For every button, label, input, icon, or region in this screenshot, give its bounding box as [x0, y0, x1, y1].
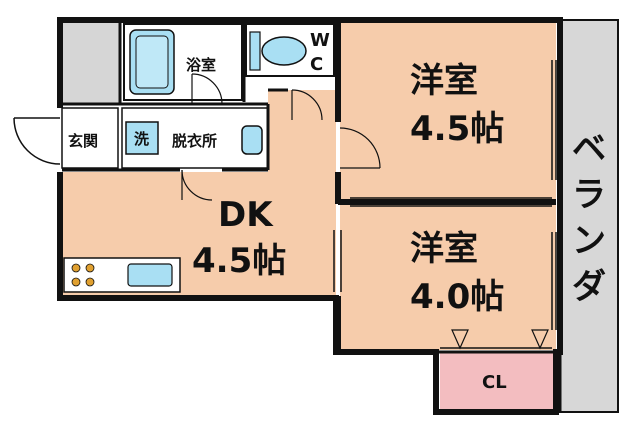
walls [57, 17, 563, 415]
changing-room-label: 脱衣所 [172, 132, 217, 150]
entrance-label: 玄関 [68, 132, 98, 150]
western-room-lower-size: 4.0帖 [410, 277, 504, 317]
western-room-lower-name: 洋室 [410, 229, 478, 269]
western-room-lower [340, 204, 556, 350]
kitchen-stove [66, 260, 102, 290]
closet [440, 352, 554, 410]
washbasin [241, 125, 263, 155]
veranda-char-3: ン [572, 221, 606, 261]
veranda [559, 19, 619, 413]
western-room-upper [340, 22, 556, 200]
storage-block [62, 22, 120, 104]
toilet-tank [249, 31, 261, 71]
washing-machine [125, 121, 159, 155]
western-room-upper-name: 洋室 [410, 61, 478, 101]
kitchen-sink [127, 263, 173, 287]
dk-name: DK [218, 195, 274, 235]
dining-kitchen [62, 90, 336, 296]
veranda-char-4: ダ [572, 267, 606, 307]
bathroom-label: 浴室 [186, 56, 216, 74]
western-room-upper-size: 4.5帖 [410, 109, 504, 149]
dk-size: 4.5帖 [192, 241, 286, 281]
veranda-char-1: ベ [572, 129, 606, 169]
entrance [61, 107, 119, 169]
entrance-door [13, 117, 61, 165]
veranda-char-2: ラ [572, 175, 606, 215]
toilet-label-c: C [310, 54, 323, 75]
closet-label: CL [482, 372, 507, 393]
washing-machine-label: 洗 [134, 130, 149, 148]
toilet-label-w: W [310, 30, 330, 51]
toilet-bowl [261, 36, 307, 66]
